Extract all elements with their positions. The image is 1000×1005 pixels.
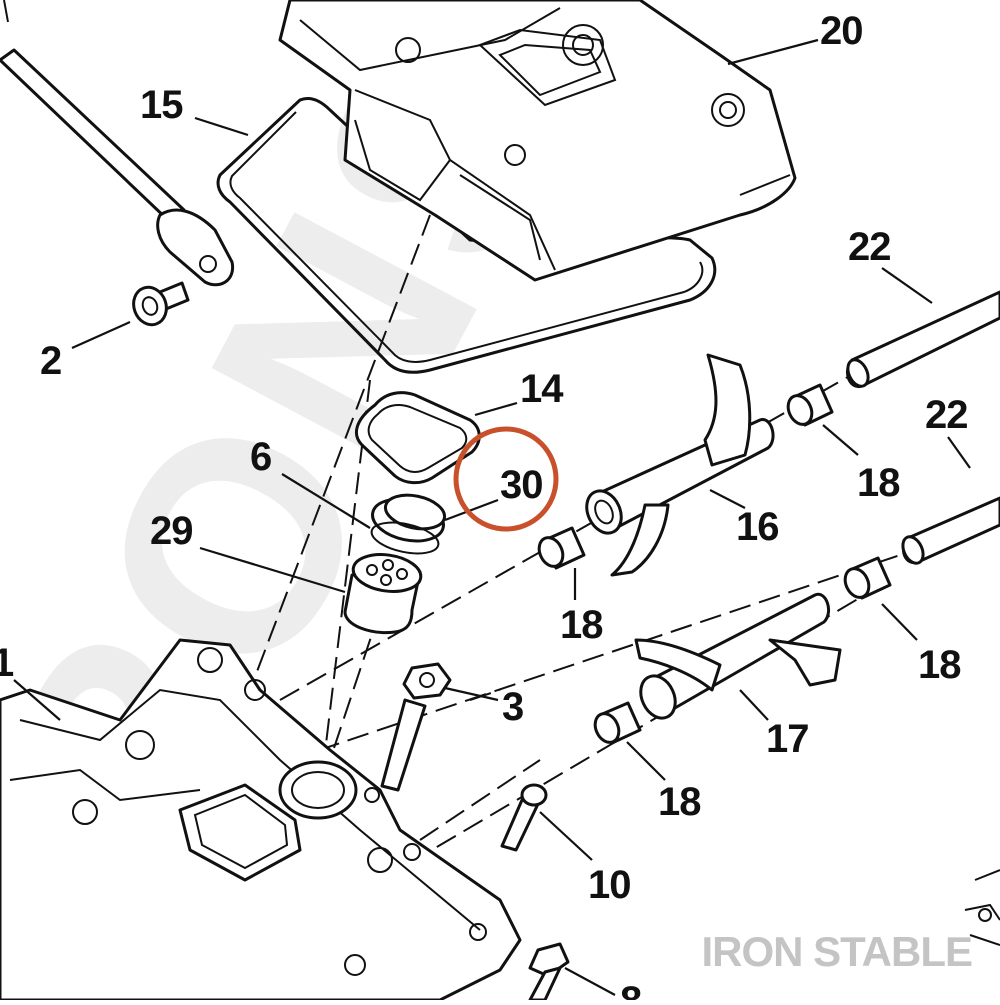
part-18-bushings bbox=[537, 383, 892, 745]
callout-1: 1 bbox=[0, 641, 14, 685]
callout-15: 15 bbox=[140, 83, 183, 127]
callout-10: 10 bbox=[588, 863, 631, 907]
callout-8: 8 bbox=[620, 979, 642, 1000]
callout-18-b: 18 bbox=[560, 603, 603, 647]
callout-3: 3 bbox=[502, 685, 523, 729]
part-10-bolt bbox=[500, 783, 548, 852]
callout-14: 14 bbox=[520, 367, 564, 411]
callout-labels: 20 15 22 22 2 14 30 6 29 16 18 18 18 18 … bbox=[0, 9, 969, 1005]
part-3-bolt bbox=[380, 662, 452, 792]
part-15-rod bbox=[0, 0, 235, 287]
part-20-cover bbox=[278, 0, 797, 282]
callout-16: 16 bbox=[736, 505, 779, 549]
part-2-screw bbox=[132, 281, 190, 327]
part-6-oring bbox=[370, 493, 447, 555]
callout-18-a: 18 bbox=[857, 461, 900, 505]
part-1-housing bbox=[0, 638, 522, 1002]
callout-20: 20 bbox=[820, 9, 863, 53]
part-22-shaft-upper bbox=[846, 290, 1000, 389]
part-8-bolt bbox=[528, 942, 570, 1002]
part-edge-fragment bbox=[964, 869, 1000, 946]
leader-lines bbox=[13, 38, 971, 996]
callout-2: 2 bbox=[40, 339, 61, 383]
callout-22-lower: 22 bbox=[925, 393, 968, 437]
callout-18-d: 18 bbox=[658, 780, 701, 824]
callout-6: 6 bbox=[250, 435, 271, 479]
callout-30: 30 bbox=[500, 463, 543, 507]
highlight-ring bbox=[453, 426, 559, 532]
brand-watermark: IRON STABLE bbox=[701, 928, 973, 975]
callout-18-c: 18 bbox=[918, 643, 961, 687]
part-16-rocker-arm bbox=[585, 353, 775, 577]
callout-29: 29 bbox=[150, 509, 193, 553]
part-22-shaft-lower bbox=[901, 496, 1000, 565]
callout-22-upper: 22 bbox=[848, 225, 891, 269]
part-17-rocker-arm bbox=[634, 592, 842, 720]
callout-17: 17 bbox=[766, 717, 809, 761]
part-14-gasket bbox=[354, 391, 481, 485]
part-29-filter bbox=[343, 553, 423, 635]
